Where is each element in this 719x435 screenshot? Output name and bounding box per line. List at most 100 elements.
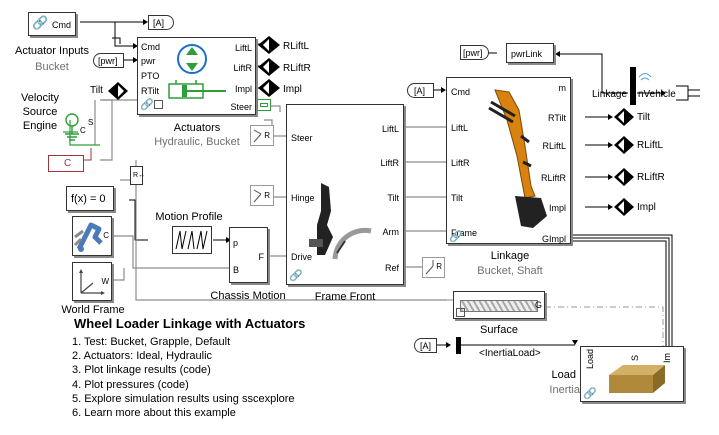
surface-label: Surface [480, 324, 518, 336]
list-item-plot-pressures[interactable]: 4. Plot pressures (code) [72, 378, 189, 391]
linkage-port-frame: Frame [451, 228, 478, 238]
velocity-source-line1: Velocity [21, 92, 59, 104]
config-port-c: C [103, 231, 109, 240]
actuators-out-liftl: LiftL [234, 43, 252, 53]
bus-selector-bar[interactable] [456, 337, 461, 354]
ref-frame-block[interactable]: R [422, 257, 445, 278]
list-item-plot-linkage[interactable]: 3. Plot linkage results (code) [72, 364, 211, 377]
motion-profile-block[interactable] [172, 226, 212, 254]
linkage-port-liftr: LiftR [451, 158, 470, 168]
steer-sensor-block[interactable] [257, 99, 271, 111]
pwrlink-block[interactable]: pwrLink [506, 43, 554, 63]
solver-fcn-block[interactable]: f(x) = 0 [66, 186, 114, 211]
link-icon: 🔗 [140, 99, 154, 111]
actuator-inputs-port-cmd: Cmd [51, 20, 71, 30]
bus-linkage-label: Linkage [592, 89, 628, 100]
frame-port-tilt: Tilt [387, 193, 399, 203]
link-icon: 🔗 [583, 388, 597, 400]
goto-a-tag[interactable]: [A] [148, 15, 174, 30]
velocity-source-line2: Source [22, 106, 58, 118]
linkage-port-rliftl: RLiftL [542, 141, 566, 151]
goto-tilt-diamond[interactable] [614, 108, 634, 126]
shortcut-icon [456, 308, 465, 317]
linkage-port-cmd: Cmd [451, 87, 471, 97]
actuators-out-liftr: LiftR [233, 63, 252, 73]
actuators-label: Actuators [173, 122, 221, 134]
goto-rliftr-right-label: RLiftR [637, 172, 665, 183]
constant-c-block[interactable]: C [48, 155, 84, 172]
link-icon: 🔗 [449, 231, 463, 243]
bus-creator-bar[interactable] [630, 67, 636, 105]
inertia-load-signal-label: <InertiaLoad> [479, 348, 541, 359]
linkage-port-gimpl: GImpl [541, 234, 566, 244]
load-block[interactable]: Load S Im 🔗 [580, 346, 684, 402]
goto-rliftr-right-diamond[interactable] [614, 168, 634, 186]
actuators-out-steer: Steer [230, 102, 252, 112]
hinge-joint-block[interactable]: R [250, 185, 274, 206]
from-a-linkage-tag[interactable]: [A] [407, 83, 434, 98]
list-item-actuators[interactable]: 2. Actuators: Ideal, Hydraulic [72, 350, 213, 363]
actuator-inputs-subtitle: Bucket [35, 61, 69, 73]
goto-impl-right-diamond[interactable] [614, 198, 634, 216]
frame-port-liftr: LiftR [380, 158, 399, 168]
frame-port-ref: Ref [384, 263, 399, 273]
actuator-inputs-label: Actuator Inputs [15, 45, 89, 57]
world-frame-label: World Frame [61, 304, 125, 316]
chassis-motion-block[interactable]: p B F [229, 227, 268, 283]
from-tilt-diamond[interactable] [108, 82, 128, 100]
motion-profile-label: Motion Profile [155, 211, 223, 223]
rotational-sensor-block[interactable]: R↔ [130, 166, 145, 185]
linkage-label: Linkage [490, 250, 530, 262]
from-pwr-tag-left[interactable]: [pwr] [93, 53, 124, 68]
goto-tilt-label: Tilt [637, 112, 650, 123]
load-subtitle: Inertia [549, 384, 580, 396]
from-a-bottom-tag[interactable]: [A] [414, 338, 437, 353]
from-pwr-tag-top[interactable]: [pwr] [460, 45, 489, 60]
world-frame-block[interactable]: W [72, 262, 112, 301]
bus-vehicle-label: nVehicle [638, 89, 676, 100]
hydraulic-pump-icon [177, 44, 207, 74]
goto-impl-diamond[interactable] [258, 79, 280, 97]
list-item-sscexplore[interactable]: 5. Explore simulation results using ssce… [72, 392, 295, 405]
linkage-port-rliftr: RLiftR [540, 173, 566, 183]
list-item-learn-more[interactable]: 6. Learn more about this example [72, 407, 236, 420]
hydraulic-cylinder-icon [168, 80, 226, 99]
from-tilt-label: Tilt [90, 85, 103, 96]
goto-rliftr-diamond[interactable] [258, 58, 280, 76]
actuator-inputs-block[interactable]: 🔗 Cmd [28, 12, 76, 36]
actuators-block[interactable]: Cmd pwr PTO RTilt LiftL LiftR Impl Steer… [137, 37, 256, 115]
steer-joint-block[interactable]: R [250, 125, 274, 146]
frame-port-drive: Drive [291, 252, 313, 262]
mechanism-config-block[interactable]: C [72, 216, 112, 256]
goto-impl-label: Impl [283, 84, 302, 95]
action-list: 1. Test: Bucket, Grapple, Default 2. Act… [72, 335, 295, 420]
actuators-subtitle: Hydraulic, Bucket [154, 136, 240, 148]
velocity-port-c: C [80, 126, 86, 135]
goto-impl-right-label: Impl [637, 202, 656, 213]
frame-port-liftl: LiftL [381, 124, 399, 134]
bucket-arm-icon [488, 89, 547, 228]
actuators-in-rtilt: RTilt [141, 86, 159, 96]
goto-rliftl-label: RLiftL [283, 41, 310, 52]
list-item-test[interactable]: 1. Test: Bucket, Grapple, Default [72, 336, 231, 348]
surface-block[interactable]: G [453, 291, 545, 319]
actuators-in-pwr: pwr [141, 56, 156, 66]
linkage-port-rtilt: RTilt [548, 113, 566, 123]
linkage-port-m: m [558, 83, 567, 93]
goto-rliftr-label: RLiftR [283, 63, 311, 74]
shortcut-icon [154, 100, 163, 109]
velocity-port-s: S [88, 118, 94, 127]
frame-front-label: Frame Front [314, 291, 376, 303]
frame-port-arm: Arm [382, 227, 400, 237]
load-box-icon [609, 365, 665, 393]
surface-grid-icon [460, 300, 538, 312]
velocity-source-icon[interactable] [62, 112, 82, 142]
actuators-in-cmd: Cmd [141, 42, 161, 52]
linkage-block[interactable]: Cmd LiftL LiftR Tilt Frame m RTilt RLift… [446, 77, 571, 244]
goto-rliftl-diamond[interactable] [258, 36, 280, 54]
chassis-port-p: p [233, 238, 239, 248]
world-frame-port-w: W [101, 277, 109, 286]
goto-rliftl-right-diamond[interactable] [614, 136, 634, 154]
frame-front-block[interactable]: Steer Hinge Drive LiftL LiftR Tilt Arm R… [286, 104, 404, 285]
linkage-port-impl: Impl [548, 203, 566, 213]
